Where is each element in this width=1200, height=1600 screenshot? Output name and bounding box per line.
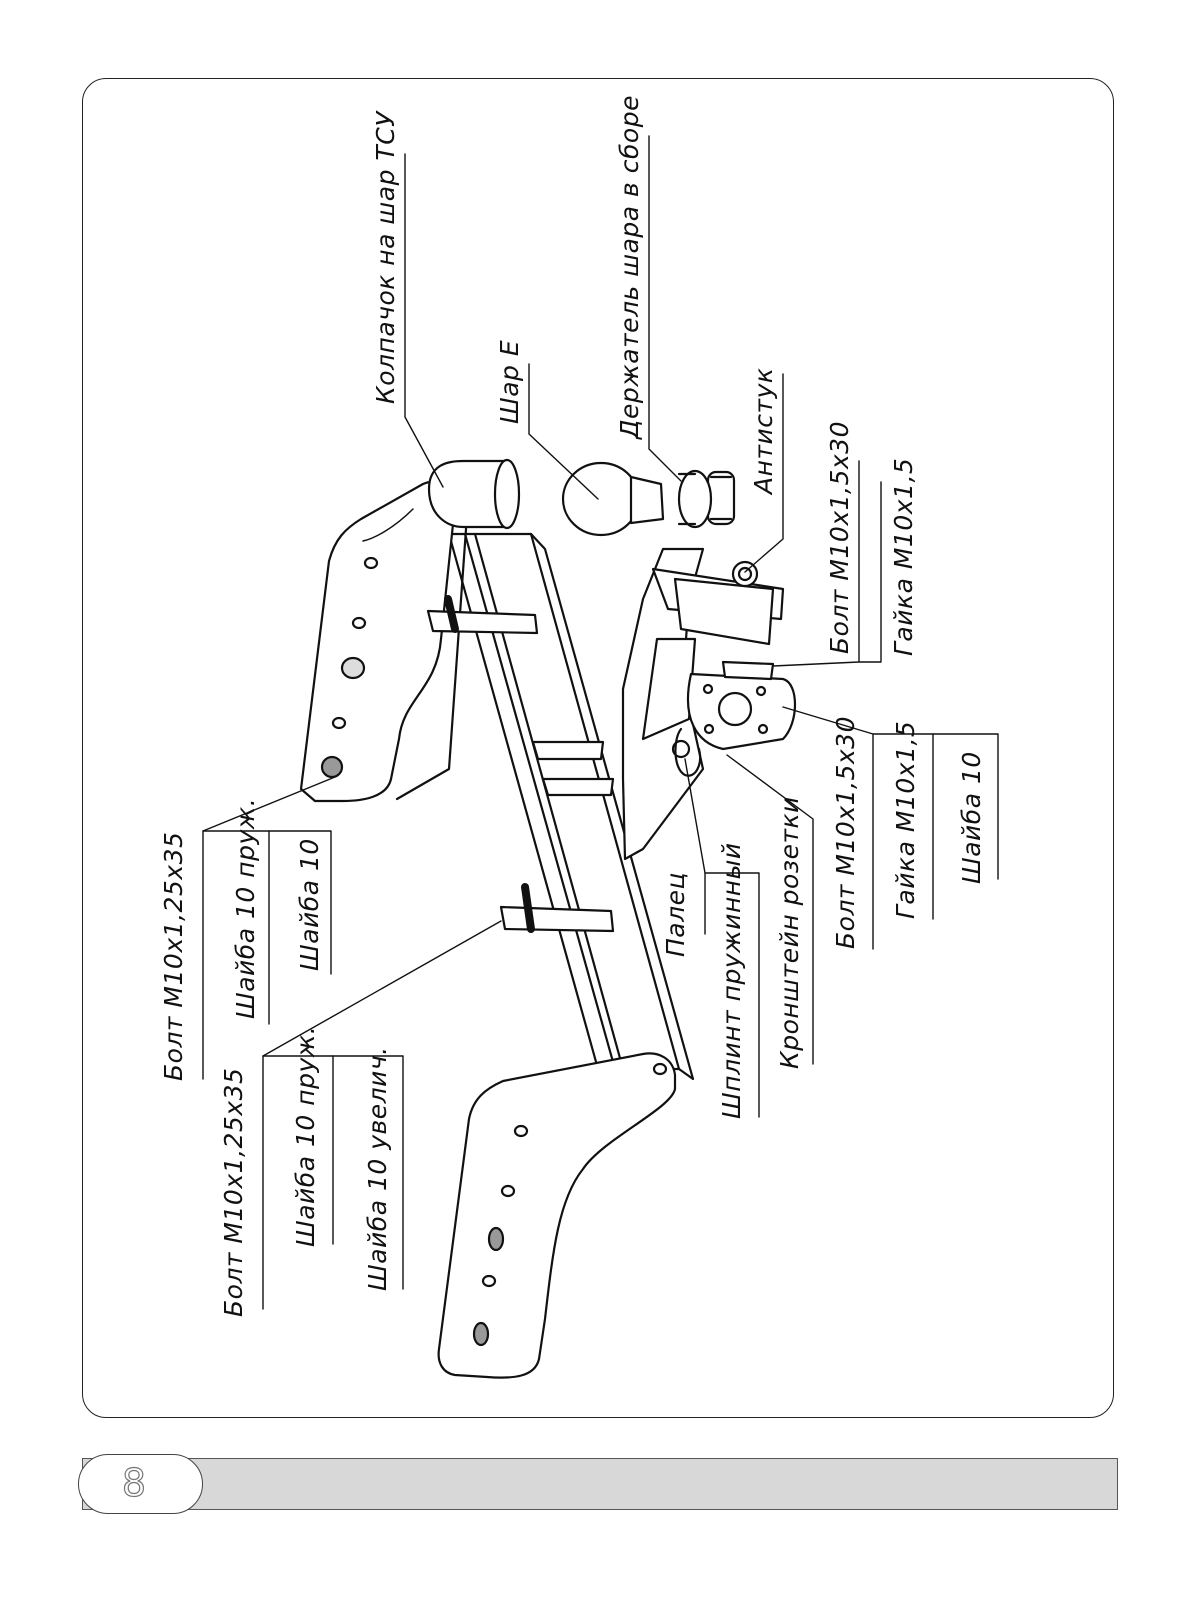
label-cotter-spring: Шплинт пружинный [717,842,746,1119]
label-nut-bottom: Гайка М10х1,5 [891,720,920,919]
page-number-badge: 8 [78,1454,203,1514]
label-pin: Палец [661,872,690,957]
anti-knock-nut [721,560,775,681]
footer-bar [82,1458,1118,1510]
label-ball: Шар Е [495,339,524,424]
label-ball-holder: Держатель шара в сборе [615,95,644,439]
label-bolt-bottom: Болт М10х1,5х30 [831,716,860,949]
side-plate-bottom [437,1052,677,1379]
label-nut-top: Гайка М10х1,5 [889,457,918,656]
ball-cap [362,458,521,542]
label-bolt-a: Болт М10х1,25х35 [159,831,188,1081]
label-washer-bottom: Шайба 10 [957,751,986,884]
label-bolt-b: Болт М10х1,25х35 [219,1067,248,1317]
label-washer-a: Шайба 10 [295,838,324,971]
socket-bracket [671,672,796,777]
label-bolt-top: Болт М10х1,5х30 [825,421,854,654]
ball-holder [621,470,785,861]
label-washer-spring-b: Шайба 10 пруж. [291,1025,320,1247]
label-cap: Колпачок на шар ТСУ [371,111,400,404]
label-washer-enlarged-b: Шайба 10 увелич. [363,1046,392,1291]
bottom-plate-holes [472,1062,668,1347]
label-washer-spring-a: Шайба 10 пруж. [231,797,260,1019]
towbar-assembly-drawing [202,135,999,1379]
label-socket-bracket: Кронштейн розетки [775,796,804,1069]
drawing-frame: Колпачок на шар ТСУ Шар Е Держатель шара… [82,78,1114,1418]
side-plate-top [299,480,469,803]
label-anti-knock: Антистук [749,367,778,494]
tow-ball [561,461,713,537]
bracket-studs [426,595,615,933]
page-number: 8 [121,1460,147,1505]
leader-lines [202,135,999,1310]
top-plate-holes [320,556,379,779]
